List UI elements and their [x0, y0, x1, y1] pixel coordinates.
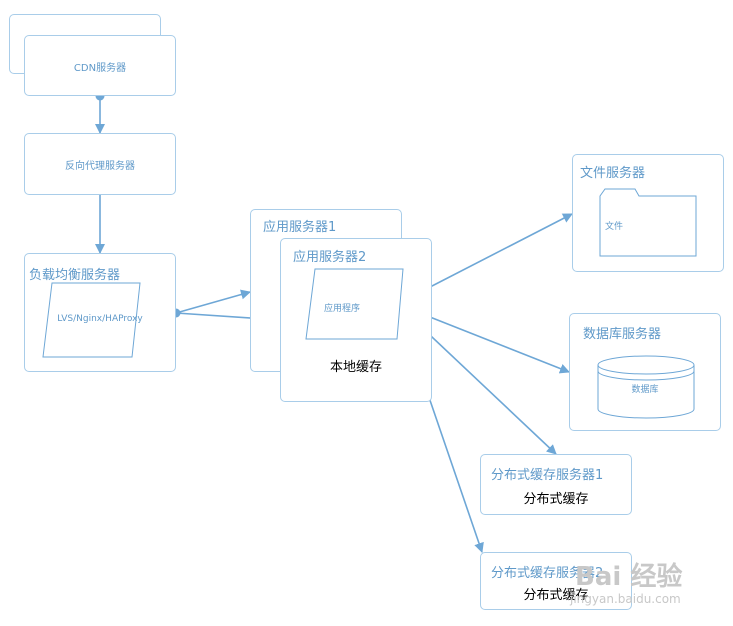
file-server-title: 文件服务器: [580, 166, 646, 181]
dist-cache-1-box[interactable]: 分布式缓存服务器1 分布式缓存: [480, 454, 632, 515]
application-parallelogram: [305, 268, 404, 340]
reverse-proxy-label: 反向代理服务器: [65, 161, 135, 172]
reverse-proxy-box[interactable]: 反向代理服务器: [24, 133, 176, 195]
database-icon: [597, 355, 695, 419]
process-parallelogram: [42, 282, 141, 358]
app-server-2-title: 应用服务器2: [293, 250, 367, 265]
folder-label: 文件: [605, 222, 624, 232]
app-server-2-box[interactable]: 应用服务器2 应用程序 本地缓存: [280, 238, 432, 402]
load-balancer-title: 负载均衡服务器: [29, 268, 121, 283]
database-server-box[interactable]: 数据库服务器 数据库: [569, 313, 721, 431]
cdn-server-box[interactable]: CDN服务器: [24, 35, 176, 96]
dist-cache-2-box[interactable]: 分布式缓存服务器2 分布式缓存: [480, 552, 632, 610]
load-balancer-inner-label: LVS/Nginx/HAProxy: [57, 314, 143, 324]
application-label: 应用程序: [324, 304, 361, 314]
app-server-1-title: 应用服务器1: [263, 220, 337, 235]
file-server-box[interactable]: 文件服务器 文件: [572, 154, 724, 272]
dist-cache-2-sub: 分布式缓存: [523, 588, 589, 603]
watermark-url: jingyan.baidu.com: [570, 592, 681, 606]
edge-lb-to-app1: [175, 289, 251, 314]
watermark-brand: Bai 经验: [575, 562, 683, 592]
local-cache-label: 本地缓存: [329, 360, 382, 375]
database-label: 数据库: [631, 385, 659, 395]
cdn-server-label: CDN服务器: [73, 63, 127, 74]
dist-cache-1-sub: 分布式缓存: [523, 492, 589, 507]
dist-cache-1-title: 分布式缓存服务器1: [491, 468, 604, 483]
dist-cache-2-title: 分布式缓存服务器2: [491, 566, 604, 581]
database-server-title: 数据库服务器: [583, 327, 662, 342]
load-balancer-box[interactable]: 负载均衡服务器 LVS/Nginx/HAProxy: [24, 253, 176, 372]
folder-icon: [599, 188, 697, 257]
